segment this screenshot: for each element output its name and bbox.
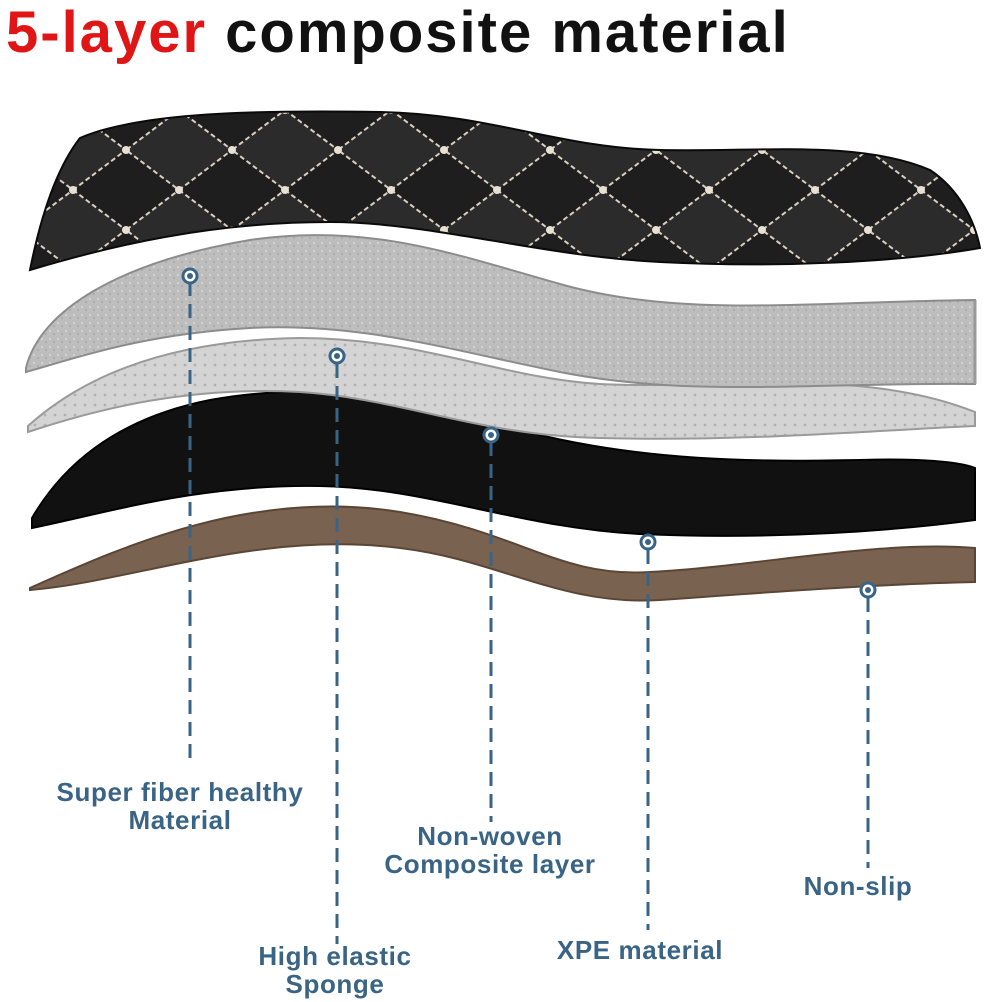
label-xpe: XPE material bbox=[530, 936, 750, 964]
label-non-woven-line-1: Non-woven bbox=[417, 821, 563, 851]
label-super-fiber-line-1: Super fiber healthy bbox=[56, 777, 304, 807]
label-non-slip: Non-slip bbox=[778, 872, 938, 900]
title-rest: composite material bbox=[225, 0, 790, 65]
layer-non-woven bbox=[27, 336, 976, 440]
label-super-fiber-line-2: Material bbox=[128, 805, 232, 835]
layer-xpe bbox=[31, 390, 976, 537]
label-non-slip-line-1: Non-slip bbox=[803, 871, 913, 901]
layer-super-fiber bbox=[28, 110, 982, 272]
label-non-woven: Non-woven Composite layer bbox=[360, 822, 620, 878]
title-accent: 5-layer bbox=[6, 0, 208, 65]
label-sponge-line-2: Sponge bbox=[285, 969, 385, 999]
page-title: 5-layer composite material bbox=[6, 0, 790, 66]
label-super-fiber: Super fiber healthy Material bbox=[30, 778, 330, 834]
layer-non-slip bbox=[29, 505, 976, 602]
label-sponge-line-1: High elastic bbox=[258, 941, 412, 971]
label-xpe-line-1: XPE material bbox=[556, 935, 724, 965]
label-sponge: High elastic Sponge bbox=[230, 942, 440, 998]
label-non-woven-line-2: Composite layer bbox=[384, 849, 596, 879]
